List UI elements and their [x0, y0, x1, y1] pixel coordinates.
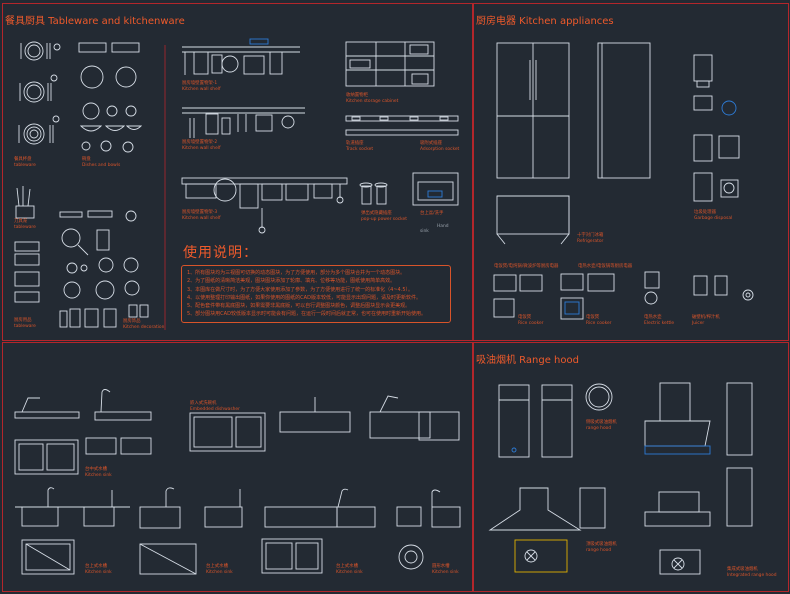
label-sink-b-en: Kitchen sink	[85, 570, 112, 575]
panel-title-appliances: 厨房电器 Kitchen appliances	[476, 16, 614, 27]
usage-note-line: 5、配色套件带有黑底图块，如果需要非黑底版，可以自行调整图块颜色，调整后图块显示…	[187, 303, 411, 310]
label-garbage-en: Garbage disposal	[694, 216, 733, 221]
label-electric-kettle-en: Electric kettle	[644, 321, 675, 326]
label-rice-cooker-2: 电饭煲	[586, 315, 600, 320]
usage-note-line: 1、所有图块均为三视图可切换的动态图块，为了方便使用，部分为多个图块合并为一个动…	[187, 270, 406, 276]
label-sink-d: 台上式水槽	[336, 564, 358, 569]
track-socket-drawing	[345, 115, 459, 136]
label-hand-sink-en2: sink	[420, 229, 429, 234]
sink-drawings	[14, 389, 461, 575]
label-sink-e: 圆形水槽	[432, 564, 450, 569]
cookware-stack	[14, 241, 40, 303]
kitchen-storage-cabinet-drawing	[345, 41, 435, 87]
label-popup-socket-en: pop-up power socket	[361, 217, 407, 222]
label-wall-shelf-3: 厨房墙壁置物架-3	[182, 210, 218, 215]
label-adsorption-socket-en: Adsorption socket	[420, 147, 460, 152]
popup-socket-drawing	[359, 182, 388, 205]
range-hood-drawings	[488, 382, 753, 575]
label-dishwasher-en: Embedded dishwasher	[190, 407, 240, 412]
label-tableware-3: 厨房用品	[14, 318, 32, 323]
kitchen-wall-shelf-3-drawing	[181, 177, 348, 234]
label-garbage: 垃圾处理器	[694, 210, 716, 215]
kitchen-tools	[59, 210, 149, 328]
usage-note-line: 4、以使用整理打印输出图纸，如果你使用的图纸的CAD版本较低，可能显示出现问题，…	[187, 294, 421, 301]
label-hood-b-en: range hood	[586, 548, 612, 553]
label-dishes: 碗盘	[82, 157, 91, 162]
refrigerator-drawing	[496, 42, 651, 245]
plate-set-1	[20, 41, 61, 61]
label-rice-cooker-en: Rice cooker	[518, 321, 544, 326]
label-refrigerator: 十字对门冰箱	[577, 233, 604, 238]
label-hood-a-en: range hood	[586, 426, 612, 431]
panel-tableware	[2, 3, 473, 341]
label-wall-shelf-1: 厨房墙壁置物架-1	[182, 81, 218, 86]
label-popup-socket: 弹出式隐藏插座	[361, 211, 392, 216]
usage-note-line: 5、部分图块用CAD较低版本显示时可能会有问题，在运行一段时间后就正常，也可在使…	[187, 311, 426, 318]
usage-note-line: 2、为了图纸的清晰简洁美观，图块图块添加了轮廓、填充、位移等功能，图纸使用简单高…	[187, 278, 396, 285]
label-rice-cooker-2-en: Rice cooker	[586, 321, 612, 326]
label-sink-b: 台上式水槽	[85, 564, 107, 569]
label-tableware-1: 餐具杯盘	[14, 157, 32, 162]
label-wall-shelf-2-en: Kitchen wall shelf	[182, 146, 221, 151]
label-wall-shelf-1-en: Kitchen wall shelf	[182, 87, 221, 92]
label-dishes-en: Dishes and bowls	[82, 163, 121, 168]
kitchen-wall-shelf-2-drawing	[182, 107, 305, 138]
label-hand-sink-en1: Hand	[437, 224, 449, 229]
label-wall-shelf-3-en: Kitchen wall shelf	[182, 216, 221, 221]
label-appliances-caption-2: 电热水壶/电饭锅等厨房电器	[578, 264, 633, 269]
label-refrigerator-en: Refrigerator	[577, 239, 604, 244]
label-juicer: 破壁机/榨汁机	[692, 315, 720, 320]
label-electric-kettle: 电热水壶	[644, 315, 662, 320]
label-hood-b: 顶吸式吸油烟机	[586, 542, 617, 547]
panel-title-tableware: 餐具厨具 Tableware and kitchenware	[5, 16, 185, 27]
garbage-disposal-drawing	[693, 54, 740, 202]
label-tableware-1-en: tableware	[14, 163, 36, 168]
label-track-socket-en: Track socket	[346, 147, 374, 152]
label-tableware-2: 刀具笼	[14, 219, 28, 224]
dishes-and-bowls	[78, 42, 143, 153]
label-sink-c: 台上式水槽	[206, 564, 228, 569]
label-hood-c: 集成式吸油烟机	[727, 567, 758, 572]
panel-title-range-hood: 吸油烟机 Range hood	[476, 355, 579, 366]
panel-range-hood	[473, 342, 789, 592]
label-sink-a: 台中式水槽	[85, 467, 107, 472]
label-sink-c-en: Kitchen sink	[206, 570, 233, 575]
label-hood-a: 侧吸式吸油烟机	[586, 420, 617, 425]
small-appliances-drawing	[493, 271, 754, 320]
plate-set-2	[19, 74, 58, 103]
label-storage-cabinet: 收纳置物柜	[346, 93, 368, 98]
label-kitchen-decoration: 厨房饰品	[123, 319, 141, 324]
label-hand-sink: 台上盆/洗手	[420, 211, 444, 216]
label-appliances-caption-1: 电饭煲/电炖锅/微波炉等厨房电器	[494, 264, 559, 269]
label-adsorption-socket: 吸附式插座	[420, 141, 442, 146]
label-juicer-en: Juicer	[692, 321, 705, 326]
label-wall-shelf-2: 厨房墙壁置物架-2	[182, 140, 218, 145]
label-sink-d-en: Kitchen sink	[336, 570, 363, 575]
hand-sink-drawing	[412, 172, 459, 206]
label-sink-a-en: Kitchen sink	[85, 473, 112, 478]
usage-notes-title: 使用说明：	[183, 245, 258, 261]
usage-note-line: 3、本图库在做尺寸时，为了方便大家使用添加了参数，为了方便使用进行了统一的标准化…	[187, 286, 414, 293]
usage-notes-box: 1、所有图块均为三视图可切换的动态图块，为了方便使用，部分为多个图块合并为一个动…	[181, 265, 451, 323]
label-dishwasher: 嵌入式洗碗机	[190, 401, 217, 406]
panel-sinks	[2, 342, 473, 592]
panel-appliances	[473, 3, 789, 341]
label-rice-cooker: 电饭煲	[518, 315, 532, 320]
label-tableware-3-en: tableware	[14, 324, 36, 329]
label-hood-c-en: Integrated range hood	[727, 573, 777, 578]
plate-set-3	[18, 115, 60, 145]
label-track-socket: 轨道插座	[346, 141, 364, 146]
utensil-holder	[15, 186, 35, 219]
kitchen-wall-shelf-1-drawing	[182, 38, 300, 75]
label-kitchen-decoration-en: Kitchen decoration	[123, 325, 165, 330]
label-tableware-2-en: tableware	[14, 225, 36, 230]
label-sink-e-en: Kitchen sink	[432, 570, 459, 575]
label-storage-cabinet-en: Kitchen storage cabinet	[346, 99, 399, 104]
